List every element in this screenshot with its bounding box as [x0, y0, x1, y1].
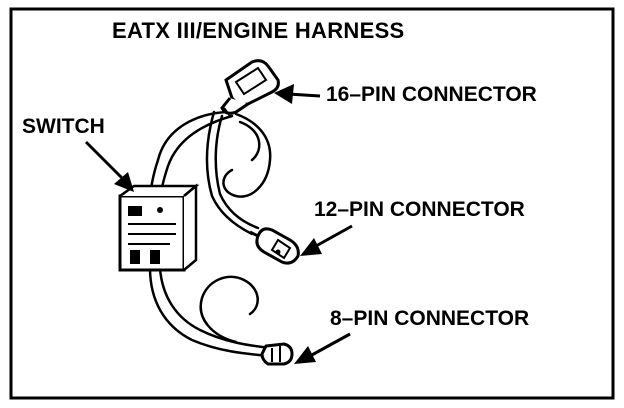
arrow-to-16-pin — [274, 84, 321, 104]
connector-12-pin-label: 12–PIN CONNECTOR — [314, 198, 525, 221]
connector-16-pin-label: 16–PIN CONNECTOR — [326, 83, 537, 106]
switch-box — [118, 183, 200, 272]
arrow-to-switch — [84, 140, 134, 192]
connector-12-pin — [249, 227, 300, 265]
diagram-frame — [9, 7, 615, 400]
diagram-title: EATX III/ENGINE HARNESS — [112, 18, 405, 43]
switch-label: SWITCH — [22, 115, 105, 138]
arrow-to-12-pin — [300, 224, 353, 256]
connector-8-pin-label: 8–PIN CONNECTOR — [330, 307, 530, 330]
connector-16-pin — [220, 59, 280, 117]
connector-8-pin — [260, 342, 294, 366]
arrow-to-8-pin — [294, 332, 351, 364]
